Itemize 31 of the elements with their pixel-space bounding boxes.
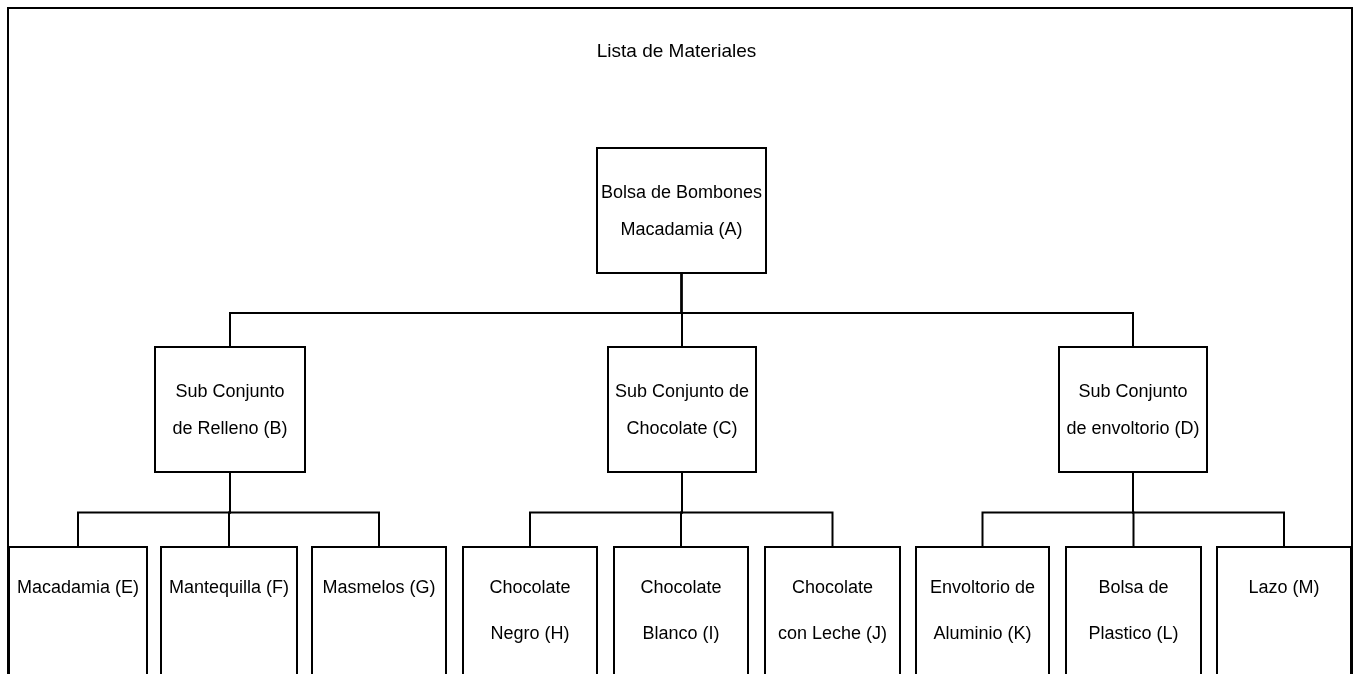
part-label: Sub Conjunto de Chocolate (C)	[613, 379, 751, 440]
connector-line	[680, 273, 1134, 347]
part-box	[1065, 546, 1202, 674]
connector-line	[229, 472, 380, 547]
part-label: Envoltorio de Aluminio (K)	[928, 576, 1037, 645]
part-box	[915, 546, 1050, 674]
part-box	[613, 546, 749, 674]
part-label: Sub Conjunto de Relleno (B)	[171, 379, 289, 440]
part-box	[8, 546, 148, 674]
part-label: Masmelos (G)	[321, 576, 437, 599]
part-box	[607, 346, 757, 473]
part-label: Bolsa de Plastico (L)	[1087, 576, 1180, 645]
part-box	[160, 546, 298, 674]
part-label: Lazo (M)	[1247, 576, 1321, 599]
diagram-title: Lista de Materiales	[595, 40, 758, 62]
part-box	[1216, 546, 1352, 674]
part-box	[462, 546, 598, 674]
connector-line	[681, 472, 834, 547]
part-box	[764, 546, 901, 674]
connector-line	[1132, 472, 1285, 547]
part-label: Chocolate con Leche (J)	[776, 576, 889, 645]
part-label: Mantequilla (F)	[167, 576, 290, 599]
part-box	[596, 147, 767, 274]
part-label: Chocolate Negro (H)	[488, 576, 572, 645]
part-box	[1058, 346, 1208, 473]
part-label: Macadamia (E)	[15, 576, 140, 599]
part-label: Chocolate Blanco (I)	[639, 576, 723, 645]
part-box	[311, 546, 447, 674]
part-box	[154, 346, 306, 473]
part-label: Bolsa de Bombones Macadamia (A)	[599, 180, 764, 241]
part-label: Sub Conjunto de envoltorio (D)	[1065, 379, 1201, 440]
